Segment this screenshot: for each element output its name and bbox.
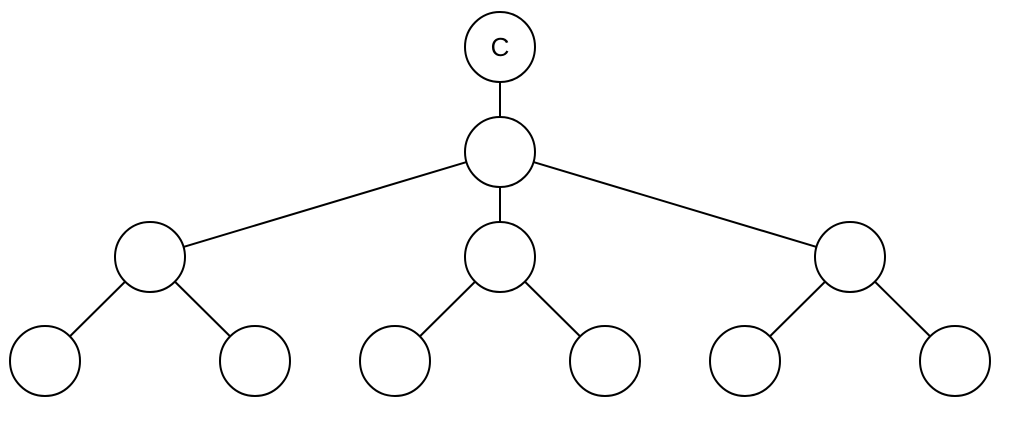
- tree-node: [359, 325, 431, 397]
- node-circle: [9, 325, 81, 397]
- tree-node: [569, 325, 641, 397]
- root-node: C: [464, 11, 536, 83]
- tree-node: [709, 325, 781, 397]
- tree-node: [219, 325, 291, 397]
- tree-edge: [174, 280, 231, 338]
- node-circle: [464, 116, 536, 188]
- tree-node: [814, 221, 886, 293]
- node-circle: [464, 221, 536, 293]
- tree-edge: [874, 280, 931, 338]
- node-circle: [709, 325, 781, 397]
- nodes-group: C: [9, 11, 991, 397]
- tree-node: [919, 325, 991, 397]
- tree-edge: [533, 161, 817, 248]
- tree-node: [9, 325, 81, 397]
- node-circle: [919, 325, 991, 397]
- tree-node: [114, 221, 186, 293]
- node-label: C: [491, 32, 510, 62]
- node-circle: [219, 325, 291, 397]
- tree-node: [464, 116, 536, 188]
- node-circle: [569, 325, 641, 397]
- node-circle: [814, 221, 886, 293]
- node-circle: [114, 221, 186, 293]
- node-circle: [464, 11, 536, 83]
- edges-group: [69, 82, 931, 338]
- tree-edge: [524, 280, 581, 338]
- tree-node: [464, 221, 536, 293]
- tree-edge: [419, 280, 476, 338]
- tree-edge: [183, 161, 467, 248]
- node-circle: [359, 325, 431, 397]
- tree-edge: [69, 280, 126, 338]
- tree-edge: [769, 280, 826, 338]
